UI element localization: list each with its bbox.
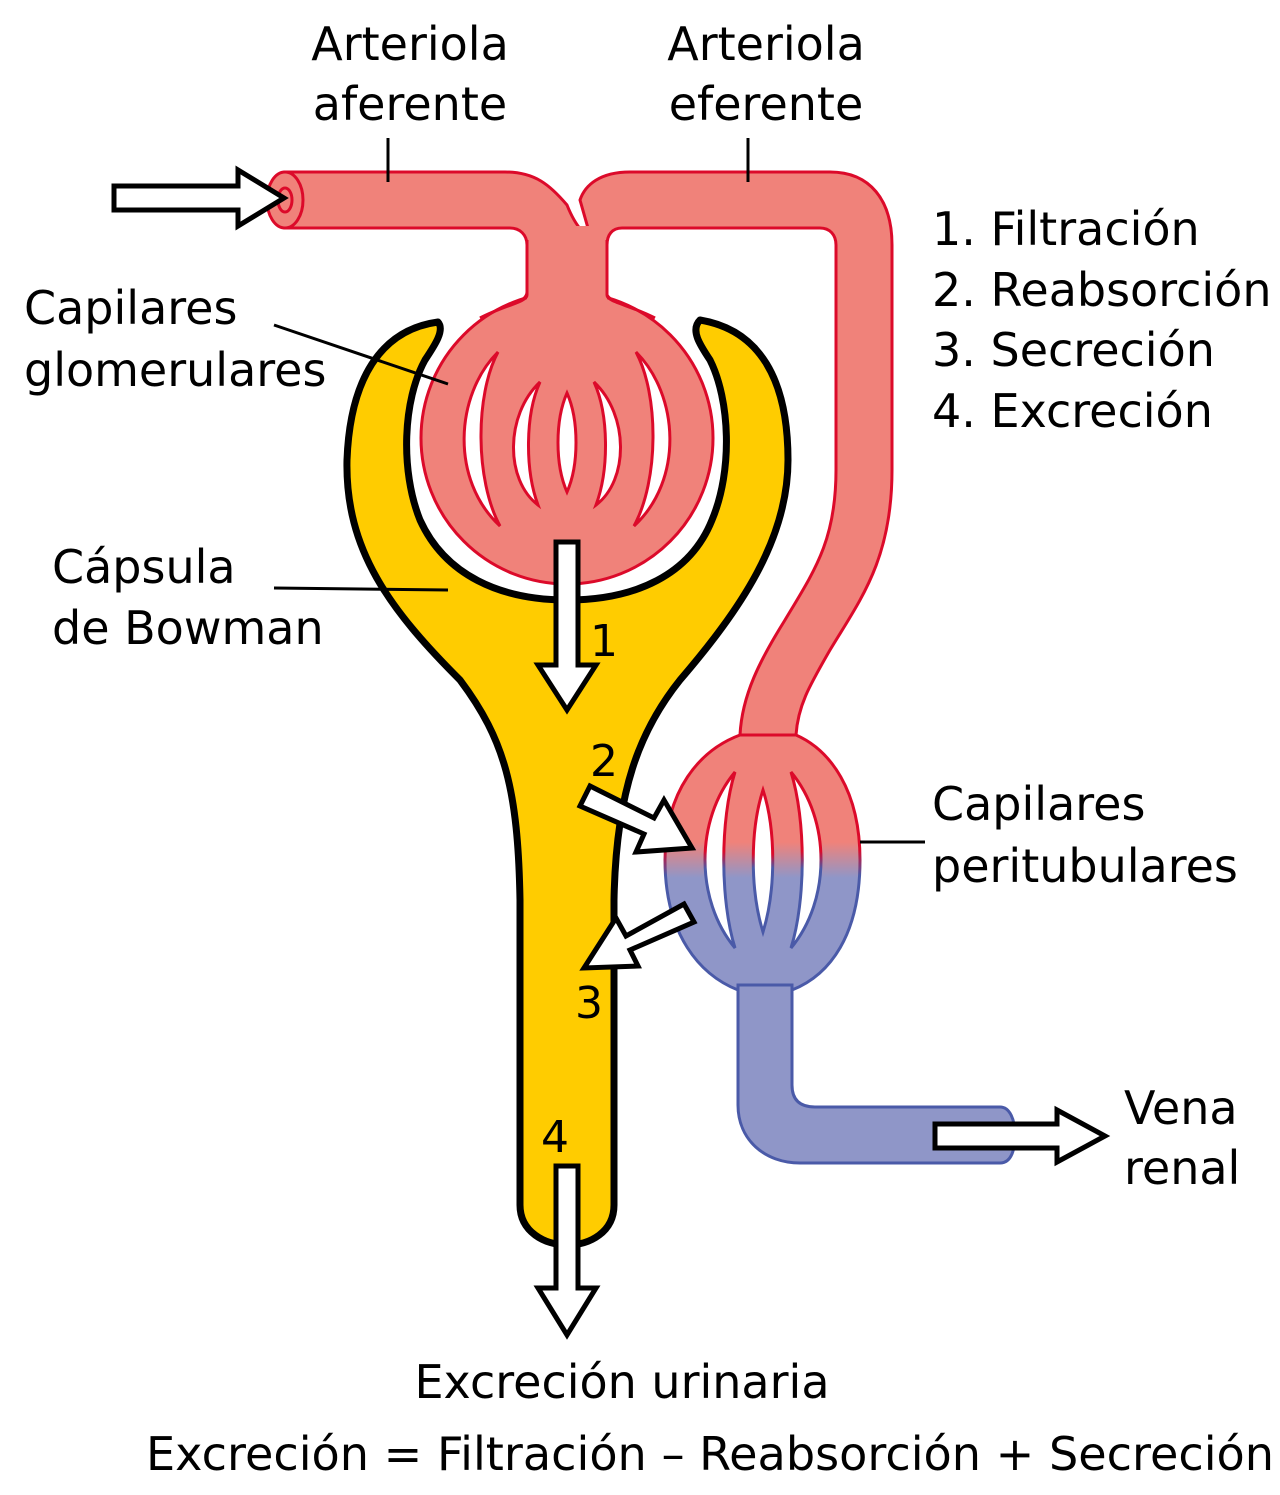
glomerular-label-1: Capilares [24,281,237,335]
glomerular-label-2: glomerulares [24,343,326,397]
legend-item-2: 2. Reabsorción [932,263,1271,317]
glomerulus-neck-edges [479,240,656,320]
efferent-label-2: eferente [669,77,864,131]
equation-label: Excreción = Filtración – Reabsorción + S… [146,1427,1274,1481]
reabsorption-arrow [576,782,697,855]
peritubular-capillary-loops [703,771,823,949]
excretion-arrow [533,1163,601,1340]
bowman-label-1: Cápsula [52,540,236,594]
afferent-label-1: Arteriola [311,17,509,71]
filtration-arrow [533,539,601,715]
glomerular-capillary-loops [462,350,672,528]
vein-outflow-arrow [932,1105,1111,1167]
bowman-leader [273,586,449,592]
step-number-1: 1 [590,616,618,667]
vein-label-2: renal [1124,1141,1240,1195]
legend-item-3: 3. Secreción [932,323,1215,377]
inflow-arrow [111,165,289,231]
urinary-excretion-label: Excreción urinaria [414,1355,829,1409]
step-number-3: 3 [575,978,603,1029]
arteriole-join [529,226,605,256]
step-number-2: 2 [590,736,618,787]
legend-item-4: 4. Excreción [932,384,1213,438]
peritubular-label-1: Capilares [932,777,1145,831]
efferent-label-1: Arteriola [667,17,865,71]
afferent-label-2: aferente [313,77,507,131]
vein-label-1: Vena [1124,1081,1238,1135]
bowman-capsule-tubule [343,316,792,1249]
glomerular-leader [273,323,449,386]
peritubular-label-2: peritubulares [932,839,1238,893]
legend-item-1: 1. Filtración [932,202,1200,256]
secretion-arrow [579,900,698,971]
step-number-4: 4 [541,1112,569,1163]
bowman-label-2: de Bowman [52,601,324,655]
